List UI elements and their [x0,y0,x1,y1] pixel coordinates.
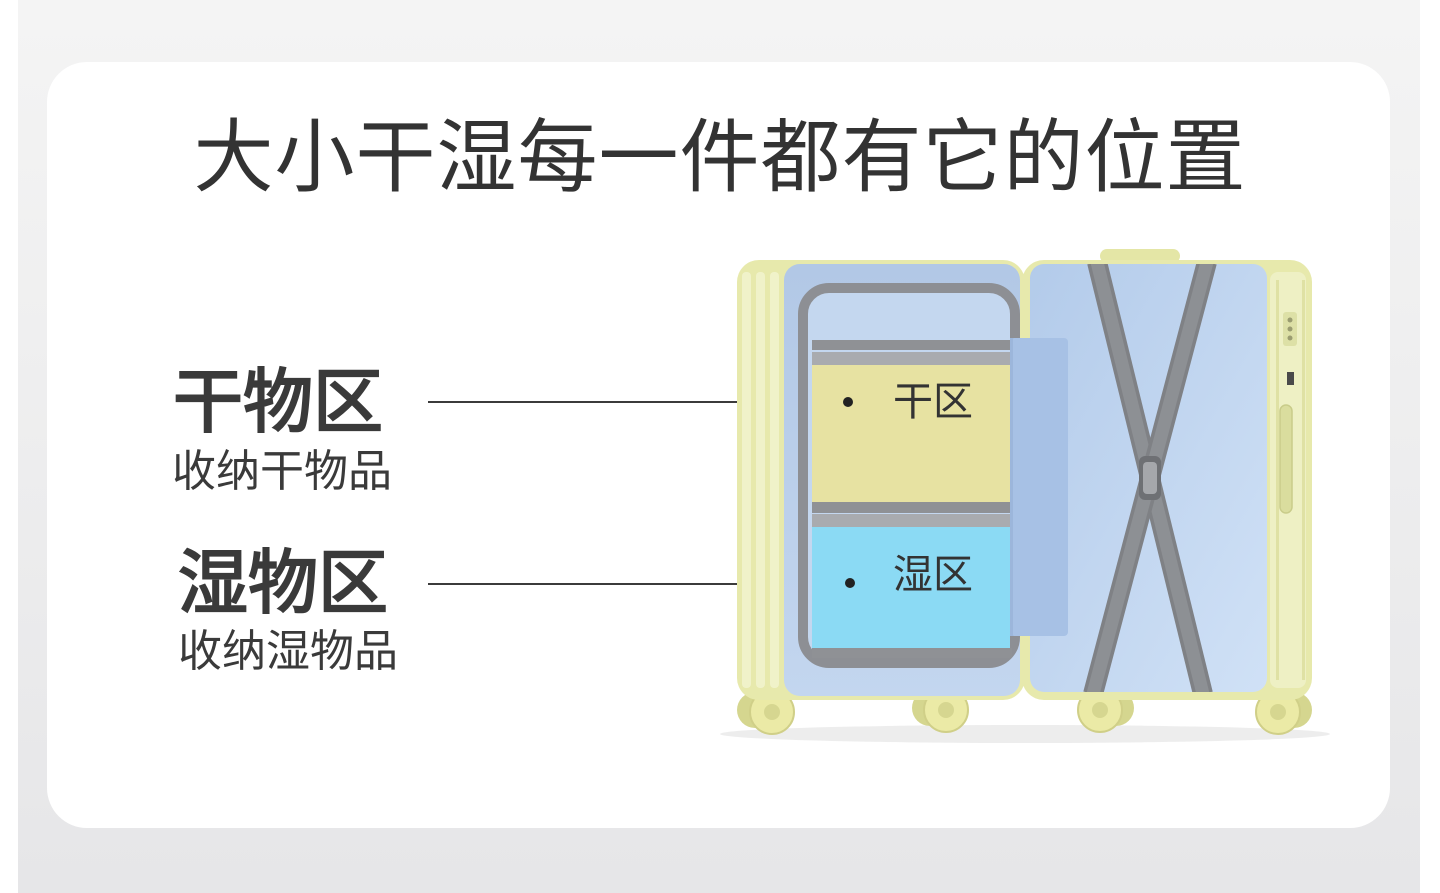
dry-area-description: 收纳干物品 [172,446,392,497]
dry-zone-dot [843,397,853,407]
page-title: 大小干湿每一件都有它的位置 [193,111,1247,204]
wet-zone-panel [812,527,1010,648]
wet-zone-dot [845,578,855,588]
usb-port [1287,372,1294,385]
dry-zone-panel [812,365,1010,502]
wet-area-label: 湿物区 [178,542,388,624]
divider-flap [1010,338,1068,636]
left-shell [737,260,1025,700]
floor-shadow [720,725,1330,743]
right-shell [1022,260,1312,700]
wet-area-description: 收纳湿物品 [178,626,398,677]
dry-zone-tag: 干区 [893,379,973,425]
top-handle [1100,249,1180,263]
side-handle [1279,404,1293,514]
dry-area-label: 干物区 [173,361,383,443]
wet-zone-tag: 湿区 [893,552,973,598]
